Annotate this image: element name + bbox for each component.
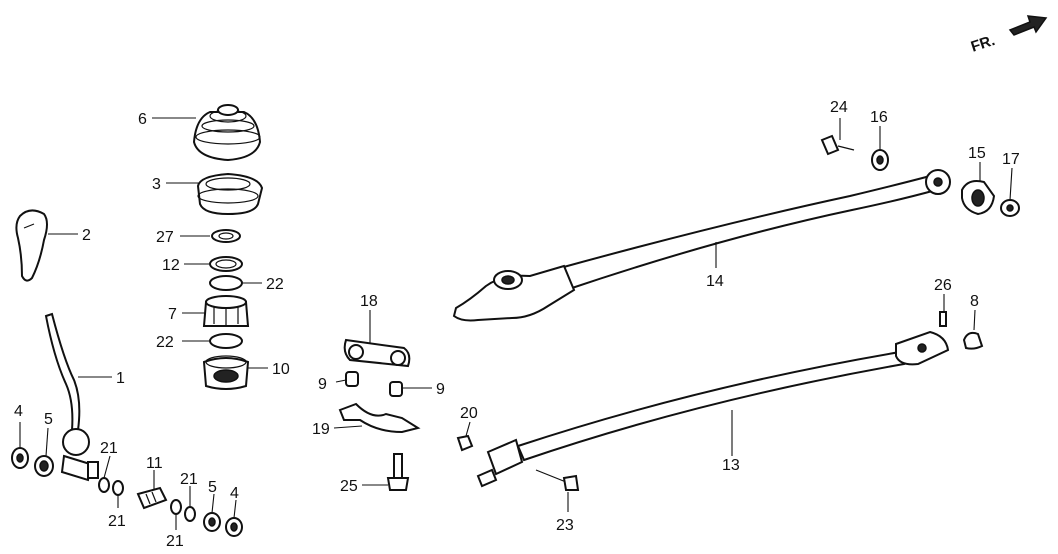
- strap: [338, 402, 421, 434]
- callout-1: 1: [116, 370, 125, 387]
- collar-left: [34, 455, 54, 477]
- bracket: [343, 338, 411, 368]
- callout-15: 15: [968, 145, 986, 162]
- callout-22b: 22: [156, 334, 174, 351]
- callout-3: 3: [152, 176, 161, 193]
- clip: [211, 229, 241, 243]
- clip-8: [962, 331, 984, 350]
- callout-8: 8: [970, 293, 979, 310]
- bushing-15: [961, 180, 996, 216]
- front-direction-indicator: FR.: [969, 15, 1048, 56]
- callout-20: 20: [460, 405, 478, 422]
- callout-17: 17: [1002, 151, 1020, 168]
- ring: [209, 256, 243, 272]
- dust-boot: [192, 104, 262, 162]
- callout-16: 16: [870, 109, 888, 126]
- callout-26: 26: [934, 277, 952, 294]
- callout-12: 12: [162, 257, 180, 274]
- callout-13: 13: [722, 457, 740, 474]
- collars-9: [345, 371, 403, 397]
- callout-25: 25: [340, 478, 358, 495]
- callout-19: 19: [312, 421, 330, 438]
- callout-4a: 4: [14, 403, 23, 420]
- shift-knob: [15, 209, 48, 282]
- shift-lever: [44, 312, 99, 482]
- spring-pin: [939, 311, 947, 327]
- nut-right: [225, 517, 243, 537]
- callout-labels: 2 1 6 3 27 12 22 7 22 10 4 5 21 21 11 21…: [14, 99, 1020, 550]
- collar-16: [871, 149, 889, 171]
- callout-21b: 21: [108, 513, 126, 530]
- washers-21: [98, 477, 196, 522]
- bolt-25: [386, 453, 410, 491]
- callout-9a: 9: [318, 376, 327, 393]
- callout-21d: 21: [166, 533, 184, 550]
- callout-18: 18: [360, 293, 378, 310]
- callout-9b: 9: [436, 381, 445, 398]
- callout-7: 7: [168, 306, 177, 323]
- callout-21a: 21: [100, 440, 118, 457]
- callout-21c: 21: [180, 471, 198, 488]
- collar-right: [203, 512, 221, 532]
- callout-4b: 4: [230, 485, 239, 502]
- callout-5a: 5: [44, 411, 53, 428]
- callout-27: 27: [156, 229, 174, 246]
- washer-17: [1000, 199, 1020, 217]
- bushing: [202, 355, 250, 390]
- extension-rod-lower: [476, 330, 950, 488]
- lower-boot: [196, 172, 264, 216]
- callout-11: 11: [146, 455, 163, 472]
- callout-6: 6: [138, 111, 147, 128]
- shift-rod-upper: [452, 169, 951, 322]
- pin: [136, 486, 168, 510]
- o-ring-lower: [209, 333, 243, 349]
- nut-20: [456, 434, 474, 452]
- callout-10: 10: [272, 361, 290, 378]
- bolt-23: [535, 469, 580, 491]
- callout-5b: 5: [208, 479, 217, 496]
- callout-14: 14: [706, 273, 724, 290]
- callout-22a: 22: [266, 276, 284, 293]
- callout-23: 23: [556, 517, 574, 534]
- nut-left: [11, 447, 29, 469]
- o-ring-upper: [209, 275, 243, 291]
- front-arrow-icon: [1008, 15, 1048, 36]
- callout-2: 2: [82, 227, 91, 244]
- callout-24: 24: [830, 99, 848, 116]
- bolt-24: [820, 134, 855, 156]
- ball-seat: [202, 295, 250, 327]
- front-direction-label: FR.: [969, 32, 997, 56]
